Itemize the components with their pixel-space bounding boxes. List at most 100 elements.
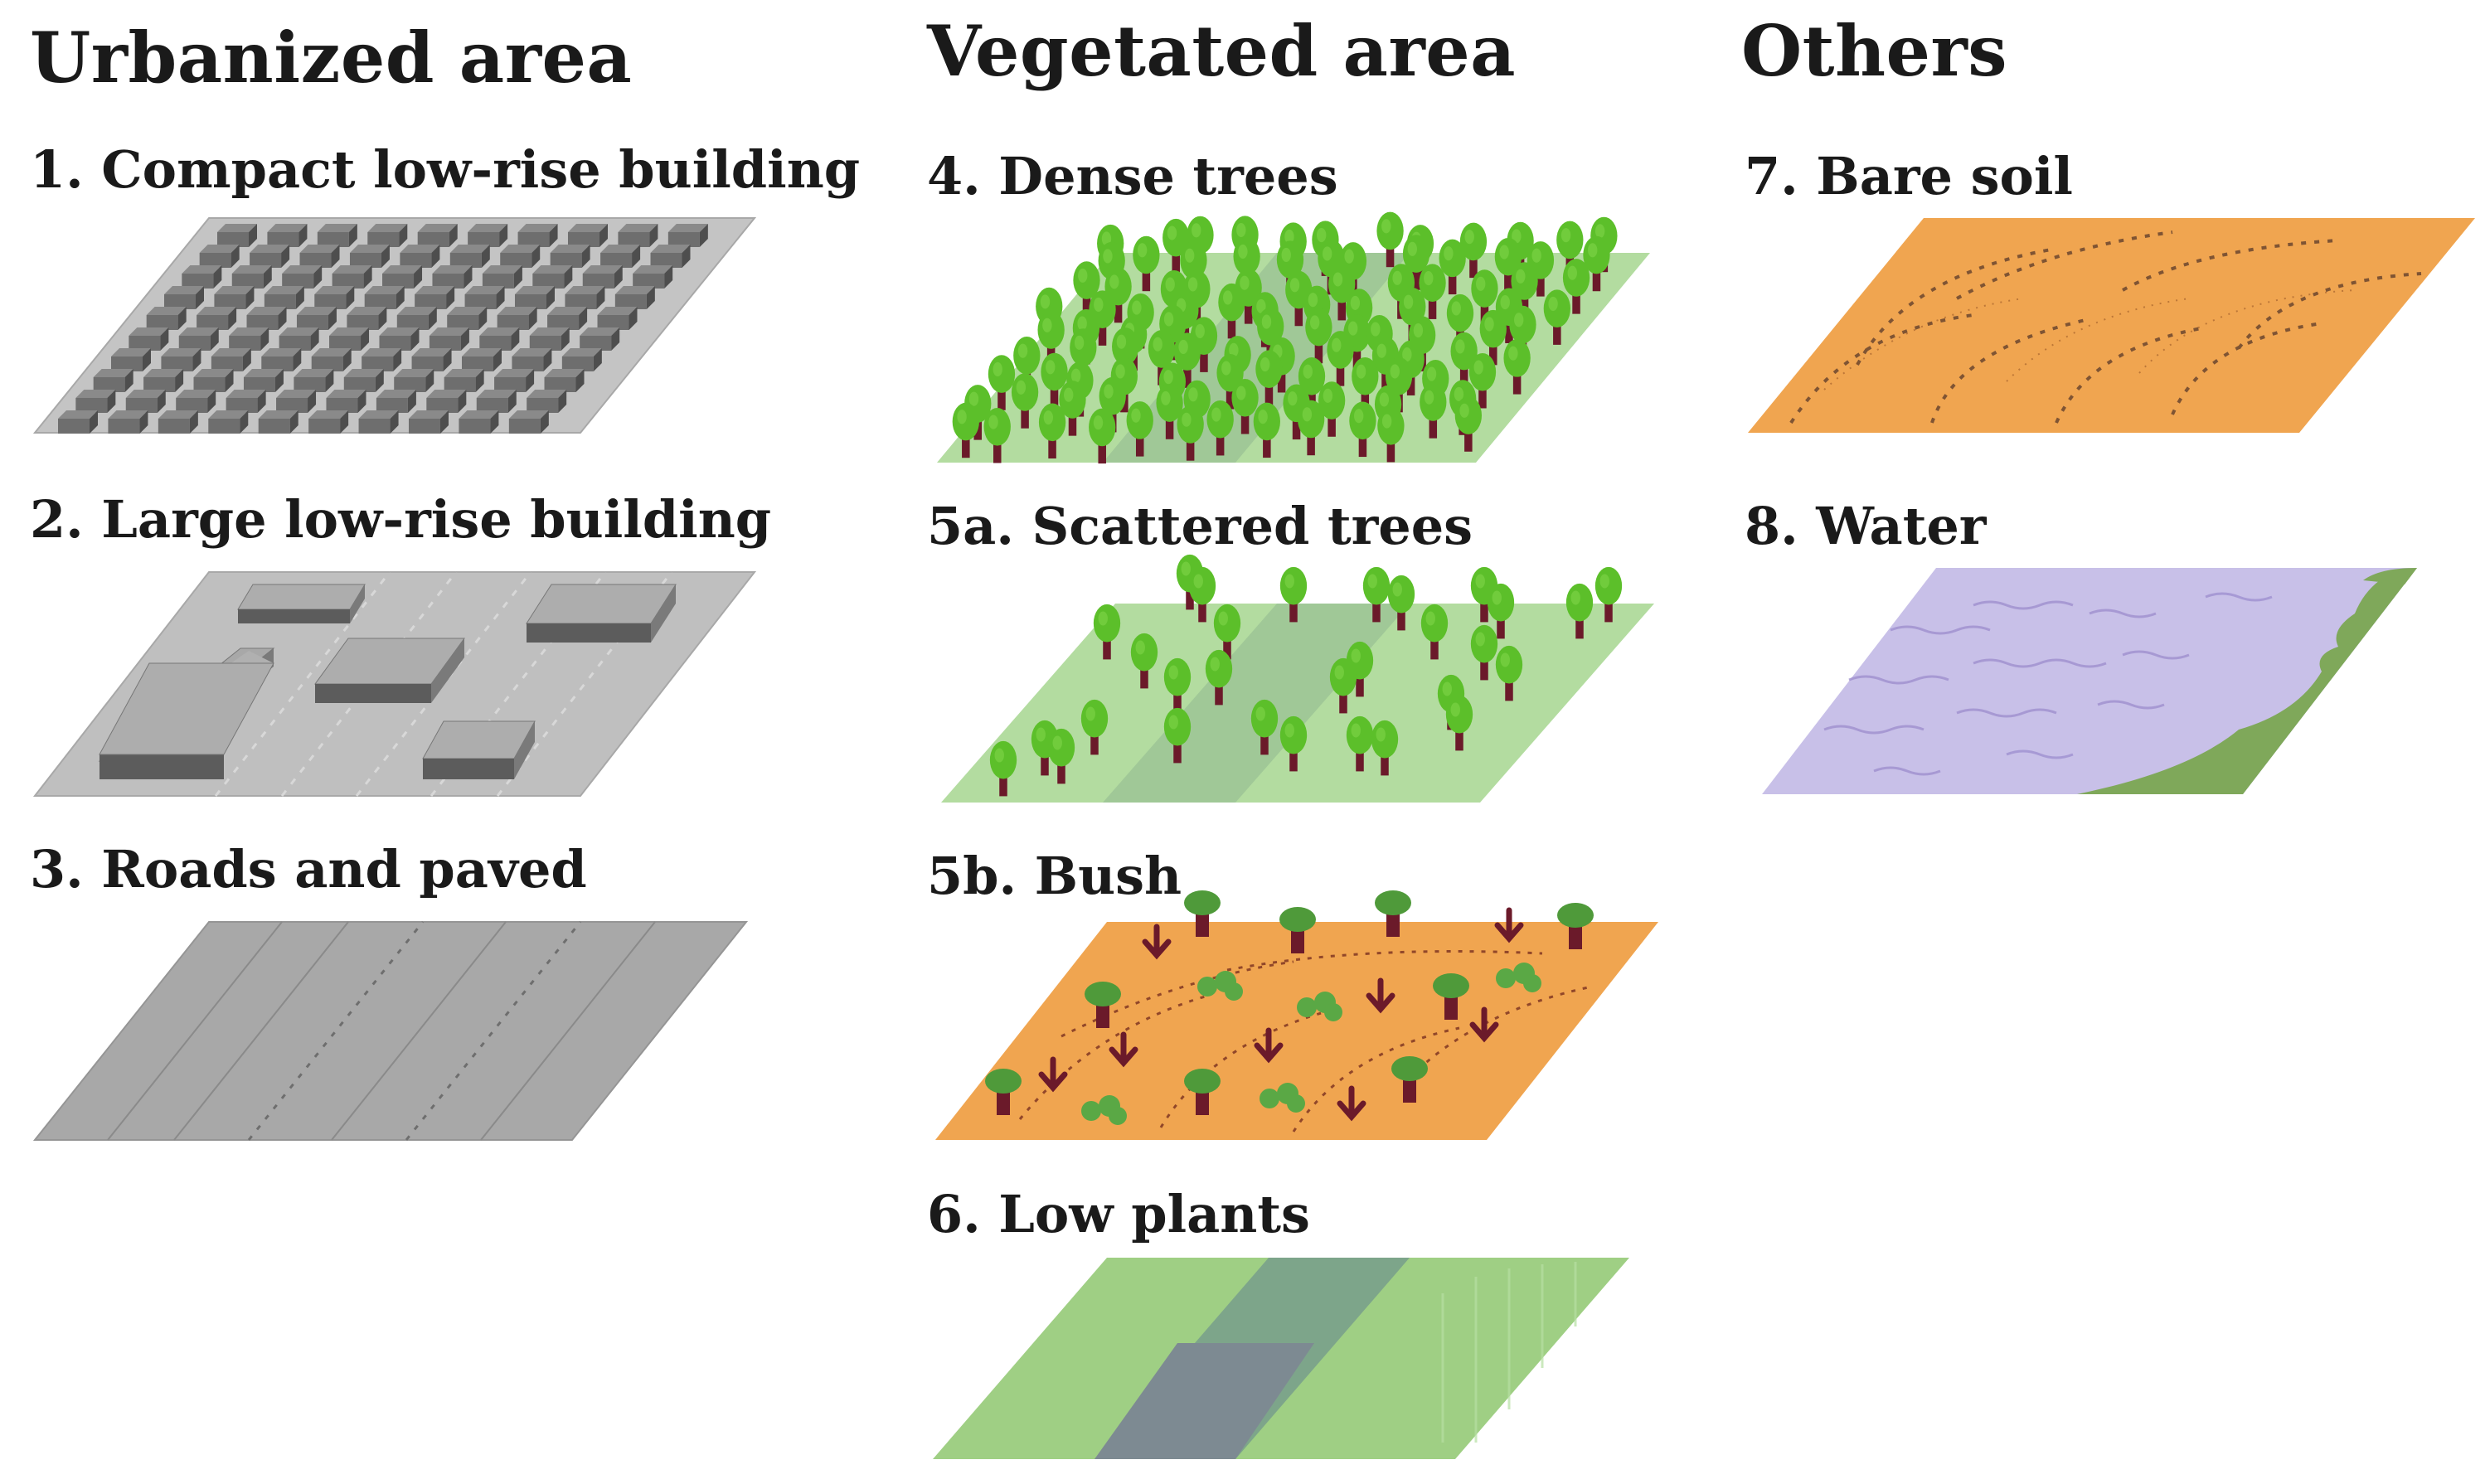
tree-icon xyxy=(1377,406,1405,463)
building-front xyxy=(461,356,493,371)
building-top xyxy=(178,327,219,336)
heading-urbanized: Urbanized area xyxy=(30,17,633,99)
label-scattered-trees: 5a. Scattered trees xyxy=(927,496,1473,556)
bush-icon xyxy=(1085,982,1121,1028)
building-top xyxy=(432,265,473,274)
building-front xyxy=(468,232,500,247)
building-side xyxy=(192,348,201,371)
building-side xyxy=(210,327,219,351)
building-top xyxy=(429,327,469,336)
building-side xyxy=(249,224,257,247)
shrub-icon xyxy=(1197,971,1243,1001)
building-top xyxy=(108,410,148,419)
tree-icon xyxy=(1419,264,1446,319)
building-side xyxy=(331,245,340,268)
tree-icon xyxy=(1328,264,1356,321)
building-front xyxy=(358,419,391,434)
tree-icon xyxy=(1298,357,1326,413)
building-top xyxy=(197,307,237,315)
building-front xyxy=(108,419,140,434)
tree-icon xyxy=(1130,633,1158,689)
label-bare-soil: 7. Bare soil xyxy=(1745,146,2073,206)
building-side xyxy=(546,286,555,309)
building-top xyxy=(394,369,434,377)
tree-icon xyxy=(1445,695,1473,751)
building-blocks xyxy=(58,224,708,434)
building-side xyxy=(490,410,499,434)
tree-icon xyxy=(1163,657,1192,714)
building-side xyxy=(549,224,558,247)
building-front xyxy=(529,336,561,351)
building-front xyxy=(261,356,294,371)
building-side xyxy=(431,245,440,268)
building-side xyxy=(526,369,535,392)
building-side xyxy=(381,245,390,268)
building-front xyxy=(226,398,258,413)
building-top xyxy=(264,286,304,294)
building-top xyxy=(444,369,484,377)
building-top xyxy=(111,348,151,356)
building-side xyxy=(357,390,366,413)
arrow-down-icon xyxy=(1494,907,1524,943)
building-side xyxy=(375,369,384,392)
tree-icon xyxy=(1188,566,1216,623)
bush-cluster xyxy=(985,890,1594,1125)
building-front xyxy=(129,336,161,351)
building-front xyxy=(243,377,275,392)
building-front xyxy=(614,294,647,309)
building-front xyxy=(517,232,550,247)
tree-icon xyxy=(1011,373,1039,429)
building-front xyxy=(343,377,376,392)
building-front xyxy=(161,356,193,371)
building-side xyxy=(289,410,299,434)
tree-icon xyxy=(1583,235,1610,292)
building-top xyxy=(211,348,251,356)
building-side xyxy=(475,369,484,392)
tree-icon xyxy=(983,407,1011,463)
building-front xyxy=(276,398,308,413)
building-front xyxy=(429,336,461,351)
building-front xyxy=(164,294,196,309)
building-side xyxy=(308,390,317,413)
building-front xyxy=(400,253,432,268)
label-low-plants: 6. Low plants xyxy=(927,1184,1310,1244)
tree-icon xyxy=(1346,715,1374,772)
building-side xyxy=(396,286,405,309)
building-top xyxy=(349,245,390,253)
tree-icon xyxy=(1047,728,1075,784)
building-front xyxy=(426,398,459,413)
building-front xyxy=(376,398,408,413)
building-side xyxy=(363,265,372,289)
building-side xyxy=(245,286,255,309)
building-top xyxy=(544,369,585,377)
tree-icon xyxy=(1089,408,1116,464)
building-top xyxy=(396,307,437,315)
building-top xyxy=(426,390,467,398)
building-side xyxy=(299,224,308,247)
tree-icon xyxy=(1565,583,1594,639)
tree-icon xyxy=(1459,222,1488,279)
tree-icon xyxy=(989,740,1017,797)
building-front xyxy=(146,315,178,330)
building-side xyxy=(240,410,249,434)
building-front xyxy=(447,315,479,330)
label-large-low-rise: 2. Large low-rise building xyxy=(30,489,772,550)
tree-icon xyxy=(1213,604,1241,660)
building-front xyxy=(512,356,544,371)
building-front xyxy=(565,294,597,309)
building-top xyxy=(379,327,420,336)
tree-icon xyxy=(1495,645,1523,701)
building-front xyxy=(197,315,229,330)
tree-icon xyxy=(1494,237,1522,293)
building-top xyxy=(199,245,240,253)
building-front xyxy=(514,294,546,309)
building-top xyxy=(550,245,590,253)
building-top xyxy=(329,327,370,336)
building-top xyxy=(476,390,517,398)
building-front xyxy=(349,253,381,268)
building-front xyxy=(449,253,482,268)
